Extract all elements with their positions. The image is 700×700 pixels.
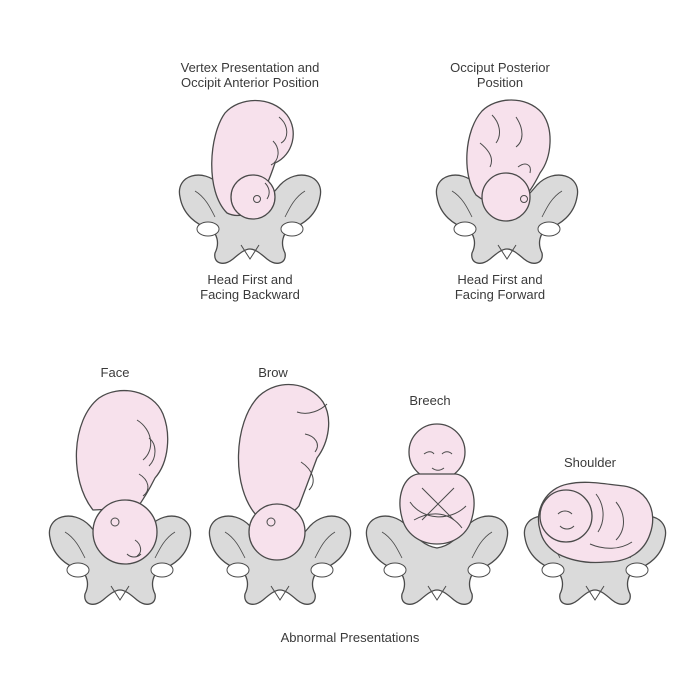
breech-illustration — [362, 410, 512, 610]
breech-title: Breech — [409, 393, 451, 408]
brow-title: Brow — [258, 365, 288, 380]
face-title: Face — [100, 365, 130, 380]
vertex-oa-caption: Head First and Facing Backward — [200, 272, 300, 302]
shoulder-illustration — [520, 470, 670, 610]
face-illustration — [45, 390, 195, 610]
brow-illustration — [205, 382, 355, 610]
occiput-posterior-caption: Head First and Facing Forward — [454, 272, 546, 302]
occiput-posterior-title: Occiput Posterior Position — [450, 60, 550, 90]
occiput-posterior-illustration — [432, 95, 582, 265]
vertex-oa-illustration — [175, 95, 325, 265]
vertex-oa-title: Vertex Presentation and Occipit Anterior… — [180, 60, 320, 90]
abnormal-presentations-caption: Abnormal Presentations — [280, 630, 420, 645]
shoulder-title: Shoulder — [563, 455, 617, 470]
